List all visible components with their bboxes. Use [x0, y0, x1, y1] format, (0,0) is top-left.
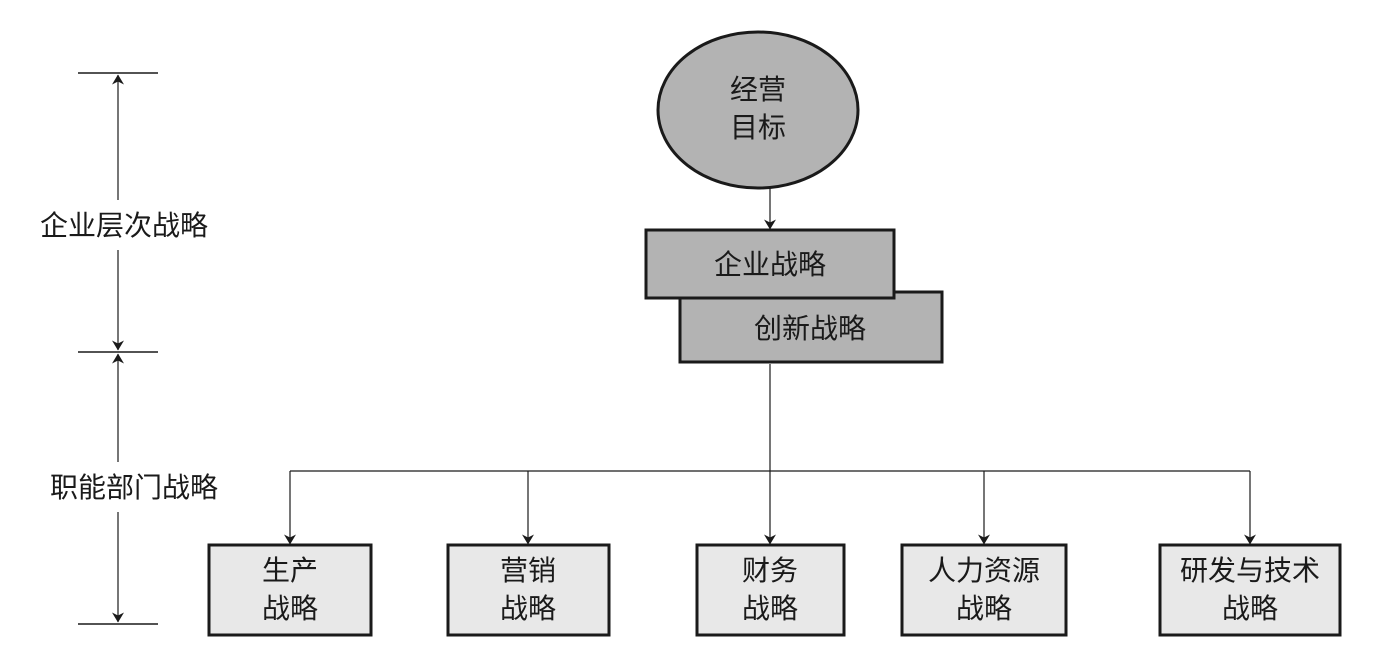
- innovation-strategy-box: [678, 290, 944, 364]
- corporate-strategy-label: 企业战略: [714, 248, 826, 281]
- function-label-line2: 战略: [1222, 592, 1278, 625]
- function-label-line1: 营销: [500, 554, 556, 587]
- innovation-strategy-node: 创新战略: [678, 290, 944, 364]
- function-label-line1: 研发与技术: [1180, 554, 1320, 587]
- function-box: [207, 543, 373, 637]
- function-box: [695, 543, 846, 637]
- goal-label-line1: 经营: [730, 73, 786, 106]
- corporate-level-label: 企业层次战略: [40, 209, 208, 242]
- corporate-strategy-box: [644, 228, 896, 300]
- business-goal-node: 经营 目标: [656, 30, 860, 190]
- innovation-strategy-label: 创新战略: [754, 312, 866, 345]
- goal-ellipse: [656, 30, 860, 190]
- function-label-line1: 财务: [742, 554, 798, 587]
- goal-label-line2: 目标: [730, 111, 786, 144]
- function-box: [1158, 543, 1342, 637]
- function-label-line1: 生产: [262, 554, 318, 587]
- corporate-strategy-node: 企业战略: [644, 228, 896, 300]
- function-label-line2: 战略: [500, 592, 556, 625]
- function-label-line2: 战略: [262, 592, 318, 625]
- function-strategy-marketing: 营销 战略: [446, 543, 611, 637]
- function-strategy-rnd: 研发与技术 战略: [1158, 543, 1342, 637]
- level-dimension-indicator: 企业层次战略 职能部门战略: [40, 72, 218, 625]
- function-label-line1: 人力资源: [928, 554, 1040, 587]
- function-strategy-hr: 人力资源 战略: [900, 543, 1068, 637]
- function-label-line2: 战略: [956, 592, 1012, 625]
- functional-level-label: 职能部门战略: [50, 471, 218, 504]
- function-connector-tree: [284, 364, 1256, 545]
- function-strategy-production: 生产 战略: [207, 543, 373, 637]
- function-box: [446, 543, 611, 637]
- function-label-line2: 战略: [742, 592, 798, 625]
- function-box: [900, 543, 1068, 637]
- function-strategy-finance: 财务 战略: [695, 543, 846, 637]
